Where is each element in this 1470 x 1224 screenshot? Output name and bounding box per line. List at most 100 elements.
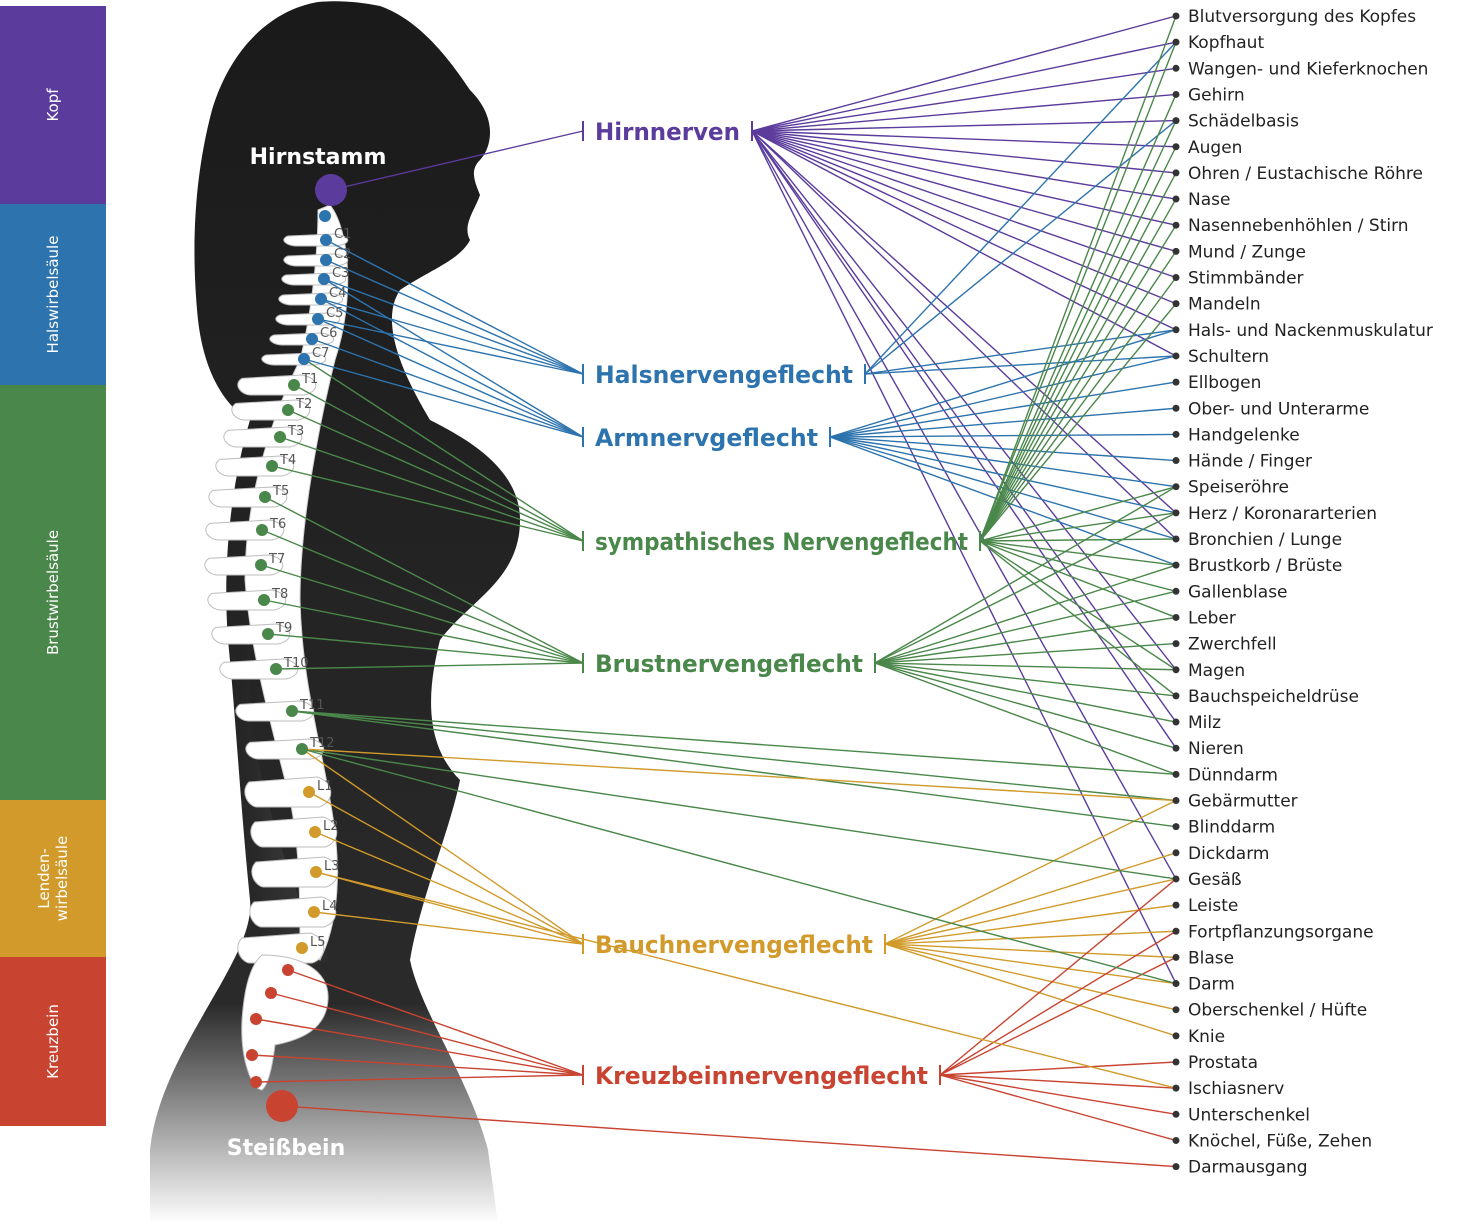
- nerve-brust-to-organ: [875, 663, 1176, 722]
- organ-dot: [1173, 1085, 1180, 1092]
- organ-label: Wangen- und Kieferknochen: [1188, 59, 1428, 79]
- organ-dot: [1173, 405, 1180, 412]
- organ-label: Nase: [1188, 190, 1230, 210]
- nerve-kreuz-to-organ: [940, 1062, 1176, 1075]
- vertebra-dot: [318, 273, 330, 285]
- organ-label: Gehirn: [1188, 85, 1245, 105]
- organ-dot: [1173, 797, 1180, 804]
- sidebar-label-kopf: Kopf: [44, 88, 62, 122]
- nerve-hirn-to-organ: [752, 131, 1176, 173]
- organ-label: Handgelenke: [1188, 425, 1300, 445]
- nerve-brust-to-organ: [875, 663, 1176, 670]
- organ-dot: [1173, 91, 1180, 98]
- sacral-dot: [250, 1013, 262, 1025]
- sacral-dot: [282, 964, 294, 976]
- organ-label: Darmausgang: [1188, 1158, 1308, 1178]
- nerve-brust-to-organ: [875, 565, 1176, 663]
- organ-label: Hände / Finger: [1188, 452, 1312, 472]
- organ-dot: [1173, 13, 1180, 20]
- sidebar-label-kreuz: Kreuzbein: [44, 1004, 62, 1079]
- sidebar-label-line: wirbelsäule: [53, 836, 71, 921]
- organ-dot: [1173, 980, 1180, 987]
- nerve-kreuz-to-organ: [940, 879, 1176, 1075]
- vertebra-label: T2: [295, 397, 312, 412]
- organ-dot: [1173, 666, 1180, 673]
- organ-label: Prostata: [1188, 1053, 1258, 1073]
- nerve-hals-to-organ: [865, 356, 1176, 374]
- organ-dot: [1173, 1163, 1180, 1170]
- vertebra-dot: [266, 460, 278, 472]
- organ-dot: [1173, 196, 1180, 203]
- sacral-dot: [246, 1049, 258, 1061]
- organ-dot: [1173, 954, 1180, 961]
- organ-dot: [1173, 483, 1180, 490]
- organ-label: Bauchspeicheldrüse: [1188, 687, 1359, 707]
- organ-label: Mund / Zunge: [1188, 242, 1306, 262]
- organ-dot: [1173, 902, 1180, 909]
- organ-dot: [1173, 875, 1180, 882]
- vertebra-label: C3: [332, 266, 349, 281]
- nerve-arm-to-organ: [830, 382, 1176, 437]
- organ-dot: [1173, 379, 1180, 386]
- organ-dot: [1173, 1111, 1180, 1118]
- plexus-labels: HirnnervenHalsnervengeflechtArmnervgefle…: [583, 118, 980, 1090]
- organ-label: Gallenblase: [1188, 582, 1288, 602]
- vertebra-dot: [309, 826, 321, 838]
- organ-label: Dickdarm: [1188, 844, 1269, 864]
- organ-label: Unterschenkel: [1188, 1105, 1310, 1125]
- sidebar-label-line: Brustwirbelsäule: [44, 530, 62, 655]
- vertebra-dot: [296, 942, 308, 954]
- organ-dot: [1173, 1137, 1180, 1144]
- vertebra-dot: [308, 906, 320, 918]
- nerve-symp-to-organ: [980, 539, 1176, 541]
- organ-label: Mandeln: [1188, 295, 1261, 315]
- vertebra-label: T9: [275, 621, 292, 636]
- vertebra-dot: [256, 524, 268, 536]
- organ-dot: [1173, 39, 1180, 46]
- vertebra-label: T11: [299, 698, 324, 713]
- vertebra-label: C2: [334, 247, 351, 262]
- vertebra-dot: [303, 786, 315, 798]
- organ-label: Ober- und Unterarme: [1188, 399, 1369, 419]
- sacral-dot: [265, 987, 277, 999]
- organ-label: Leber: [1188, 608, 1236, 628]
- nerve-bauch-to-organ: [885, 944, 1176, 984]
- organ-dot: [1173, 640, 1180, 647]
- vertebra-label: T10: [283, 656, 308, 671]
- organ-dot: [1173, 509, 1180, 516]
- organ-dot: [1173, 222, 1180, 229]
- plexus-label-brust: Brustnervengeflecht: [595, 650, 863, 678]
- organ-dot: [1173, 274, 1180, 281]
- vertebra-label: T1: [301, 372, 318, 387]
- vertebra-label: T12: [309, 736, 334, 751]
- organ-dot: [1173, 692, 1180, 699]
- organ-dot: [1173, 745, 1180, 752]
- vertebra-label: T7: [268, 552, 285, 567]
- nerve-hirn-to-organ: [752, 131, 1176, 670]
- vertebra-label: T3: [287, 424, 304, 439]
- nerve-arm-to-organ: [830, 330, 1176, 437]
- vertebra-dot: [310, 866, 322, 878]
- vertebra-dot: [288, 379, 300, 391]
- organ-label: Oberschenkel / Hüfte: [1188, 1001, 1367, 1021]
- organ-dot: [1173, 771, 1180, 778]
- organ-label: Ellbogen: [1188, 373, 1261, 393]
- organ-label: Knie: [1188, 1027, 1225, 1047]
- nerve-symp-to-organ: [980, 16, 1176, 541]
- nerve-hirn-to-organ: [752, 131, 1176, 304]
- organ-label: Blase: [1188, 948, 1234, 968]
- steissbein-label: Steißbein: [227, 1136, 346, 1161]
- region-sidebar: KopfHalswirbelsäuleBrustwirbelsäuleLende…: [0, 6, 106, 1126]
- organ-label: Gebärmutter: [1188, 792, 1298, 812]
- vertebra-label: T8: [271, 587, 288, 602]
- sidebar-label-line: Kreuzbein: [44, 1004, 62, 1079]
- nerve-symp-to-organ: [980, 225, 1176, 541]
- organ-dot: [1173, 1032, 1180, 1039]
- plexus-label-arm: Armnervgeflecht: [595, 424, 818, 452]
- organ-label: Nieren: [1188, 739, 1244, 759]
- vertebra-dot: [320, 254, 332, 266]
- sidebar-label-brust: Brustwirbelsäule: [44, 530, 62, 655]
- vertebra-label: C1: [334, 227, 351, 242]
- nerve-arm-to-organ: [830, 434, 1176, 437]
